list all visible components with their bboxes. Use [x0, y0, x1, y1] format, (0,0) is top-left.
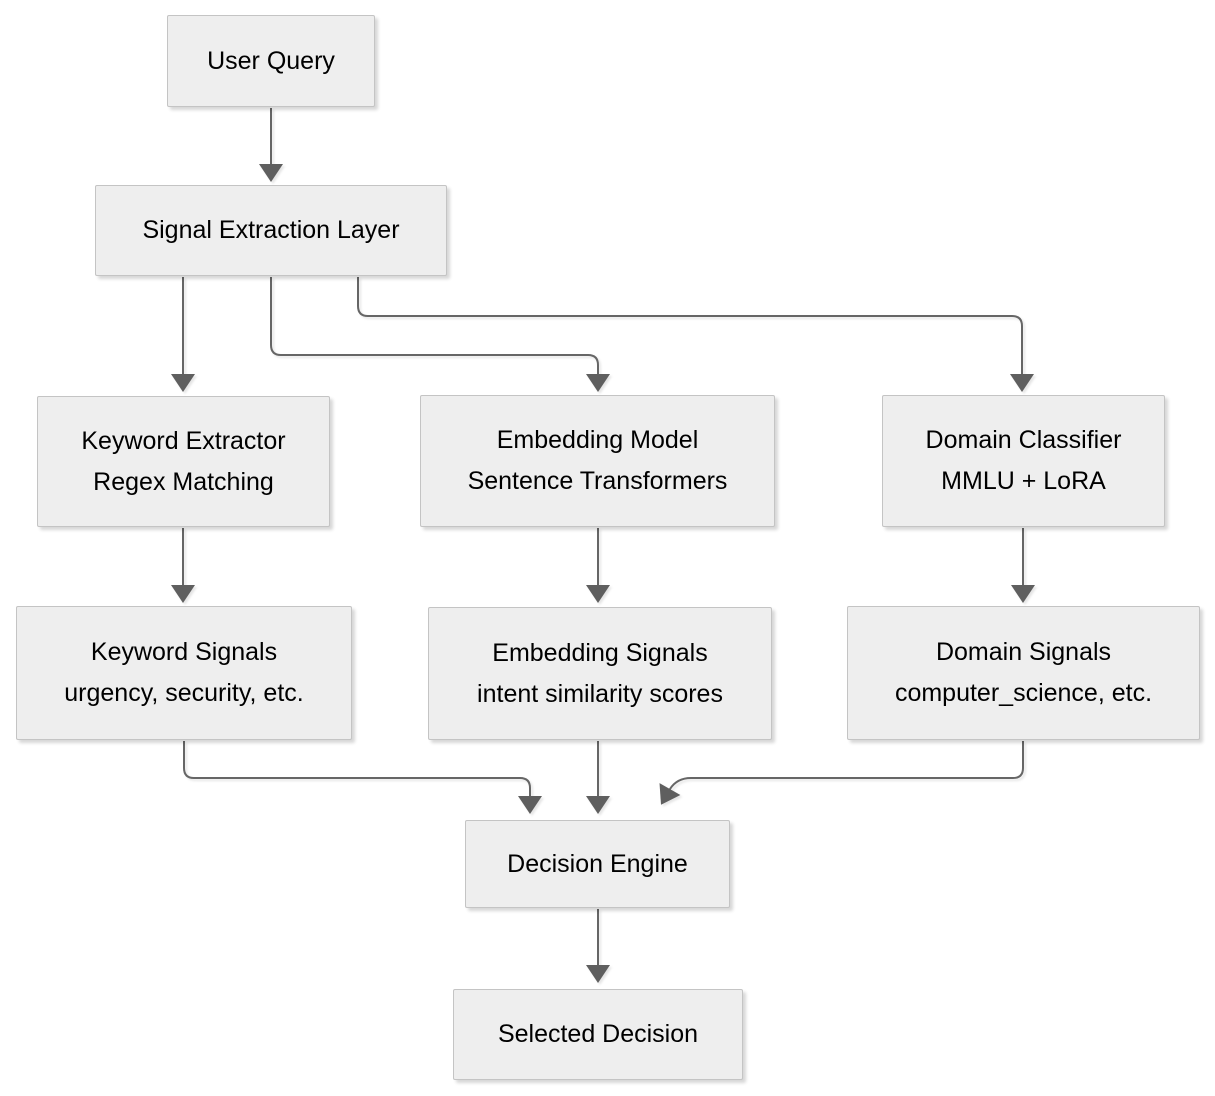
node-selected-decision: Selected Decision — [453, 989, 743, 1080]
node-label: User Query — [207, 46, 335, 75]
node-keyword-extractor: Keyword Extractor Regex Matching — [37, 396, 330, 527]
node-title: Keyword Signals — [90, 638, 278, 666]
node-subtitle: computer_science, etc. — [894, 679, 1153, 707]
node-domain-signals: Domain Signals computer_science, etc. — [847, 606, 1200, 740]
node-embedding-model: Embedding Model Sentence Transformers — [420, 395, 775, 527]
node-label: Selected Decision — [497, 1020, 699, 1048]
node-subtitle: MMLU + LoRA — [941, 467, 1106, 495]
node-title: Embedding Model — [496, 426, 699, 454]
edge-signal-extraction-to-embedding-model — [270, 277, 610, 392]
node-subtitle: Regex Matching — [93, 467, 274, 496]
node-label: Signal Extraction Layer — [142, 216, 400, 244]
node-label: Decision Engine — [507, 849, 688, 878]
edge-domain-signals-to-decision-engine — [659, 741, 1024, 805]
node-subtitle: urgency, security, etc. — [64, 679, 304, 707]
node-domain-classifier: Domain Classifier MMLU + LoRA — [882, 395, 1165, 527]
node-decision-engine: Decision Engine — [465, 820, 730, 908]
node-title: Embedding Signals — [492, 638, 708, 667]
node-user-query: User Query — [167, 15, 375, 107]
node-keyword-signals: Keyword Signals urgency, security, etc. — [16, 606, 352, 740]
node-subtitle: Sentence Transformers — [467, 467, 728, 495]
node-title: Keyword Extractor — [81, 426, 286, 455]
node-subtitle: intent similarity scores — [477, 679, 723, 708]
edge-signal-extraction-to-domain-classifier — [357, 277, 1034, 392]
node-embedding-signals: Embedding Signals intent similarity scor… — [428, 607, 772, 740]
edge-keyword-signals-to-decision-engine — [183, 741, 542, 814]
node-title: Domain Classifier — [925, 426, 1122, 454]
node-signal-extraction-layer: Signal Extraction Layer — [95, 185, 447, 276]
node-title: Domain Signals — [935, 638, 1112, 666]
